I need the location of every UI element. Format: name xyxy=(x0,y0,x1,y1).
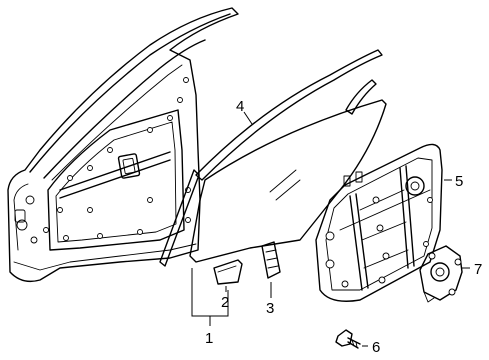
glass-holder-part xyxy=(213,259,243,285)
callout-7: 7 xyxy=(474,261,482,278)
bolt xyxy=(335,329,361,349)
door-shell xyxy=(7,7,239,283)
door-glass xyxy=(189,99,387,263)
callout-5: 5 xyxy=(455,173,463,190)
callout-6: 6 xyxy=(372,339,380,356)
window-regulator xyxy=(315,143,443,302)
callout-1: 1 xyxy=(205,330,213,347)
glass-run-channel xyxy=(159,49,383,267)
regulator-motor xyxy=(419,245,463,303)
channel-bracket xyxy=(261,241,281,279)
leader-lines xyxy=(191,111,470,347)
callout-2: 2 xyxy=(221,294,229,311)
callout-3: 3 xyxy=(266,300,274,317)
callout-4: 4 xyxy=(236,98,244,115)
